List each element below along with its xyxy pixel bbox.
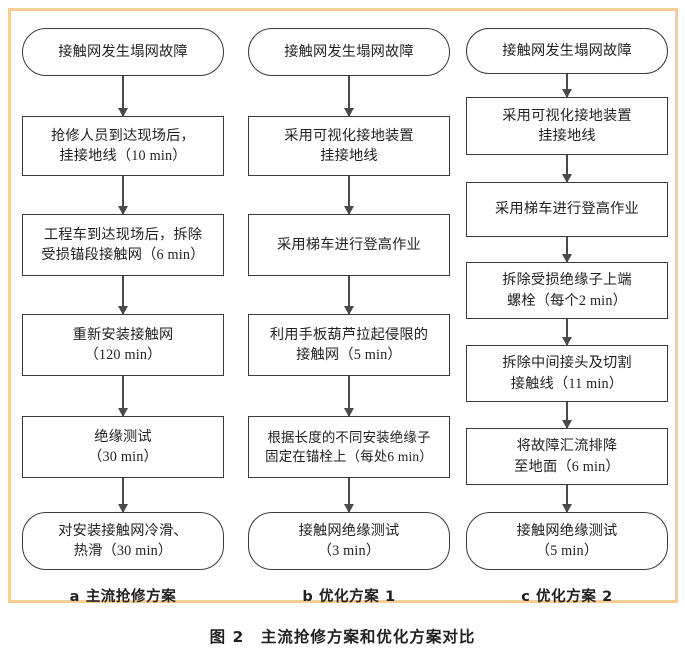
connector-a-5-6 (118, 478, 128, 513)
connector-c-3-4 (562, 237, 572, 263)
frame-border-top (8, 8, 678, 11)
node-a-3[interactable]: 工程车到达现场后，拆除 受损锚段接触网（6 min） (22, 214, 224, 276)
node-b-3-label: 采用梯车进行登高作业 (277, 236, 421, 253)
node-a-3-label: 工程车到达现场后，拆除 受损锚段接触网（6 min） (41, 226, 205, 263)
node-a-5-label: 绝缘测试 （30 min） (88, 428, 158, 465)
node-c-4[interactable]: 拆除受损绝缘子上端 螺栓（每个2 min） (466, 262, 668, 319)
node-b-2[interactable]: 采用可视化接地装置 挂接地线 (248, 116, 450, 176)
node-a-1-label: 接触网发生塌网故障 (58, 43, 188, 60)
node-a-5[interactable]: 绝缘测试 （30 min） (22, 416, 224, 478)
node-b-4-label: 利用手板葫芦拉起侵限的 接触网（5 min） (269, 326, 429, 363)
connector-c-1-2 (562, 74, 572, 98)
flowchart-column-c: 接触网发生塌网故障 采用可视化接地装置 挂接地线 采用梯车进行登高作业 拆除受损… (466, 0, 668, 605)
connector-b-2-3 (344, 176, 354, 215)
node-c-5-label: 拆除中间接头及切割 接触线（11 min） (502, 355, 632, 392)
column-caption-b: b 优化方案 1 (302, 589, 396, 605)
flowchart-column-a: 接触网发生塌网故障 抢修人员到达现场后， 挂接地线（10 min） 工程车到达现… (22, 0, 224, 605)
node-b-5[interactable]: 根据长度的不同安装绝缘子 固定在锚栓上（每处6 min） (248, 416, 450, 478)
node-b-5-label: 根据长度的不同安装绝缘子 固定在锚栓上（每处6 min） (265, 429, 433, 464)
node-c-2[interactable]: 采用可视化接地装置 挂接地线 (466, 97, 668, 155)
column-caption-a: a 主流抢修方案 (69, 589, 177, 605)
connector-a-2-3 (118, 176, 128, 215)
node-c-2-label: 采用可视化接地装置 挂接地线 (502, 107, 632, 144)
node-c-3-label: 采用梯车进行登高作业 (495, 201, 639, 218)
flowchart-column-b: 接触网发生塌网故障 采用可视化接地装置 挂接地线 采用梯车进行登高作业 利用手板… (248, 0, 450, 605)
frame-border-right (675, 8, 678, 603)
connector-a-4-5 (118, 376, 128, 417)
node-b-3[interactable]: 采用梯车进行登高作业 (248, 214, 450, 276)
connector-b-5-6 (344, 478, 354, 513)
node-a-4-label: 重新安装接触网 （120 min） (72, 326, 174, 363)
node-a-2-label: 抢修人员到达现场后， 挂接地线（10 min） (51, 127, 195, 164)
node-b-1[interactable]: 接触网发生塌网故障 (248, 28, 450, 76)
node-c-7-label: 接触网绝缘测试 （5 min） (516, 522, 618, 559)
node-c-7[interactable]: 接触网绝缘测试 （5 min） (466, 512, 668, 570)
connector-a-3-4 (118, 276, 128, 315)
connector-c-4-5 (562, 319, 572, 346)
node-c-5[interactable]: 拆除中间接头及切割 接触线（11 min） (466, 345, 668, 402)
connector-c-6-7 (562, 485, 572, 513)
node-c-1-label: 接触网发生塌网故障 (502, 42, 632, 59)
node-c-3[interactable]: 采用梯车进行登高作业 (466, 182, 668, 237)
node-b-4[interactable]: 利用手板葫芦拉起侵限的 接触网（5 min） (248, 314, 450, 376)
node-a-6-label: 对安装接触网冷滑、 热滑（30 min） (58, 522, 188, 559)
connector-b-3-4 (344, 276, 354, 315)
connector-c-2-3 (562, 155, 572, 183)
node-c-1[interactable]: 接触网发生塌网故障 (466, 28, 668, 74)
figure-caption: 图 2 主流抢修方案和优化方案对比 (209, 628, 476, 646)
node-a-1[interactable]: 接触网发生塌网故障 (22, 28, 224, 76)
node-b-6-label: 接触网绝缘测试 （3 min） (298, 522, 400, 559)
connector-b-1-2 (344, 76, 354, 117)
node-b-6[interactable]: 接触网绝缘测试 （3 min） (248, 512, 450, 570)
connector-a-1-2 (118, 76, 128, 117)
node-c-6[interactable]: 将故障汇流排降 至地面（6 min） (466, 428, 668, 485)
node-b-2-label: 采用可视化接地装置 挂接地线 (284, 127, 414, 164)
node-c-4-label: 拆除受损绝缘子上端 螺栓（每个2 min） (502, 272, 632, 309)
connector-b-4-5 (344, 376, 354, 417)
frame-border-left (8, 8, 11, 603)
node-c-6-label: 将故障汇流排降 至地面（6 min） (514, 438, 620, 475)
node-a-6[interactable]: 对安装接触网冷滑、 热滑（30 min） (22, 512, 224, 570)
frame-border-bottom (8, 600, 678, 603)
node-a-2[interactable]: 抢修人员到达现场后， 挂接地线（10 min） (22, 116, 224, 176)
node-b-1-label: 接触网发生塌网故障 (284, 43, 414, 60)
node-a-4[interactable]: 重新安装接触网 （120 min） (22, 314, 224, 376)
connector-c-5-6 (562, 402, 572, 429)
column-caption-c: c 优化方案 2 (521, 589, 613, 605)
